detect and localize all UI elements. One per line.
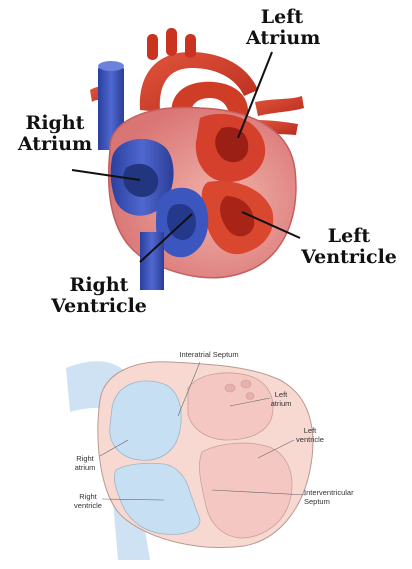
label-right-ventricle-line2: Ventricle — [44, 296, 154, 317]
label-right-ventricle: Right Ventricle — [44, 275, 154, 317]
label-interatrial-septum: Interatrial Septum — [164, 350, 254, 359]
label-left-ventricle-schematic-line2: ventricle — [290, 435, 330, 444]
label-left-atrium-schematic: Left atrium — [266, 390, 296, 408]
label-left-atrium-line1: Left — [246, 7, 318, 28]
label-right-ventricle-schematic-line2: ventricle — [68, 501, 108, 510]
left-atrium-schematic — [188, 373, 273, 440]
label-left-atrium-schematic-line1: Left — [266, 390, 296, 399]
label-right-atrium-line1: Right — [12, 113, 98, 134]
label-interventricular-septum-line2: Septum — [304, 497, 374, 506]
label-right-ventricle-line1: Right — [44, 275, 154, 296]
label-left-ventricle-schematic: Left ventricle — [290, 426, 330, 444]
label-right-ventricle-schematic: Right ventricle — [68, 492, 108, 510]
label-interventricular-septum: Interventricular Septum — [304, 488, 374, 506]
label-left-atrium-line2: Atrium — [246, 28, 318, 49]
label-left-ventricle-line1: Left — [294, 226, 404, 247]
label-left-atrium: Left Atrium — [246, 7, 318, 49]
label-left-ventricle: Left Ventricle — [294, 226, 404, 268]
label-right-ventricle-schematic-line1: Right — [68, 492, 108, 501]
label-left-ventricle-schematic-line1: Left — [290, 426, 330, 435]
label-right-atrium-schematic-line2: atrium — [68, 463, 102, 472]
label-interventricular-septum-line1: Interventricular — [304, 488, 374, 497]
right-atrium-schematic — [110, 381, 181, 460]
label-right-atrium-schematic: Right atrium — [68, 454, 102, 472]
label-right-atrium-line2: Atrium — [12, 134, 98, 155]
label-right-atrium-schematic-line1: Right — [68, 454, 102, 463]
label-left-ventricle-line2: Ventricle — [294, 247, 404, 268]
label-right-atrium: Right Atrium — [12, 113, 98, 155]
label-left-atrium-schematic-line2: atrium — [266, 399, 296, 408]
